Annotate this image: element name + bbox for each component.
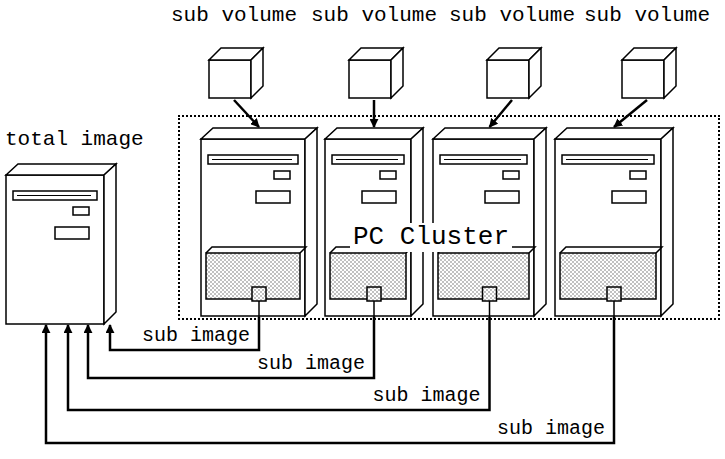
- sub-volume-arrow: [373, 100, 376, 127]
- node-label: total image: [5, 128, 154, 151]
- drive-slot: [13, 191, 97, 200]
- cluster-pc-node: [200, 127, 318, 317]
- connector-lead: [373, 301, 375, 317]
- sub-volume-arrow: [234, 100, 259, 127]
- card-connector: [252, 287, 266, 301]
- connector-lead: [489, 301, 491, 317]
- cube-side: [391, 48, 403, 98]
- cube-side: [664, 48, 676, 98]
- drive-slot-line: [336, 159, 398, 160]
- case-top: [555, 128, 673, 139]
- total-image-pc: [5, 163, 117, 325]
- cube-side: [529, 48, 541, 98]
- sub-image-wire: [46, 317, 614, 443]
- sub-volume-node: sub volume: [302, 4, 446, 100]
- button: [274, 171, 290, 179]
- drive-slot: [332, 155, 404, 164]
- panel: [362, 191, 396, 203]
- drive-slot-line: [17, 195, 91, 196]
- cube-front: [487, 60, 529, 98]
- case-side: [411, 128, 423, 316]
- sub-volume-arrow: [614, 100, 647, 127]
- sub-volume-cube: [442, 42, 582, 102]
- sub-volume-node: sub volume: [440, 4, 584, 100]
- edge-label: sub image: [370, 386, 482, 406]
- case-top: [6, 164, 116, 175]
- sub-image-wire: [110, 317, 259, 350]
- cluster-pc: [200, 127, 318, 317]
- connector-lead: [258, 301, 260, 317]
- card-connector: [483, 287, 497, 301]
- cluster-pc: [432, 127, 547, 317]
- sub-volume-cube: [164, 42, 304, 102]
- connector-lead: [613, 301, 615, 317]
- node-label: sub volume: [440, 4, 584, 27]
- drive-slot-line: [444, 159, 521, 160]
- cluster-label: PC Cluster: [350, 223, 512, 252]
- sub-volume-cube: [577, 42, 717, 102]
- cluster-pc: [554, 127, 674, 317]
- cluster-pc-node: [432, 127, 547, 317]
- edge-label: sub image: [255, 354, 367, 374]
- panel: [485, 191, 519, 203]
- case-side: [534, 128, 546, 316]
- cube-side: [251, 48, 263, 98]
- cluster-pc-node: [324, 127, 424, 317]
- panel: [55, 227, 89, 239]
- edge-label: sub image: [140, 326, 252, 346]
- node-label: sub volume: [302, 4, 446, 27]
- case-side: [305, 128, 317, 316]
- button: [630, 171, 646, 179]
- cluster-pc-node: [554, 127, 674, 317]
- button: [380, 171, 396, 179]
- button: [503, 171, 519, 179]
- card-edge: [560, 247, 662, 253]
- drive-slot: [562, 155, 654, 164]
- case-side: [104, 164, 116, 324]
- cube-front: [349, 60, 391, 98]
- panel: [612, 191, 646, 203]
- cube-front: [622, 60, 664, 98]
- sub-volume-arrow: [490, 100, 513, 127]
- cube-front: [209, 60, 251, 98]
- sub-volume-cube: [304, 42, 444, 102]
- total-image-node: total image: [5, 128, 154, 325]
- drive-slot-line: [566, 159, 648, 160]
- panel: [256, 191, 290, 203]
- case-top: [433, 128, 546, 139]
- pc-cluster-box: PC Cluster: [178, 115, 720, 320]
- drive-slot: [208, 155, 298, 164]
- card-edge: [206, 247, 306, 253]
- sub-image-wire: [68, 317, 490, 410]
- button: [73, 207, 89, 215]
- sub-volume-node: sub volume: [575, 4, 719, 100]
- node-label: sub volume: [575, 4, 719, 27]
- drive-slot-line: [212, 159, 292, 160]
- case-top: [325, 128, 423, 139]
- sub-volume-node: sub volume: [162, 4, 306, 100]
- case-front: [555, 139, 661, 316]
- drive-slot: [440, 155, 527, 164]
- case-front: [201, 139, 305, 316]
- card-connector: [607, 287, 621, 301]
- case-side: [661, 128, 673, 316]
- node-label: sub volume: [162, 4, 306, 27]
- cluster-pc: [324, 127, 424, 317]
- case-front: [6, 175, 104, 324]
- card-connector: [367, 287, 381, 301]
- sub-image-wire: [88, 317, 374, 378]
- edge-label: sub image: [495, 419, 607, 439]
- case-top: [201, 128, 317, 139]
